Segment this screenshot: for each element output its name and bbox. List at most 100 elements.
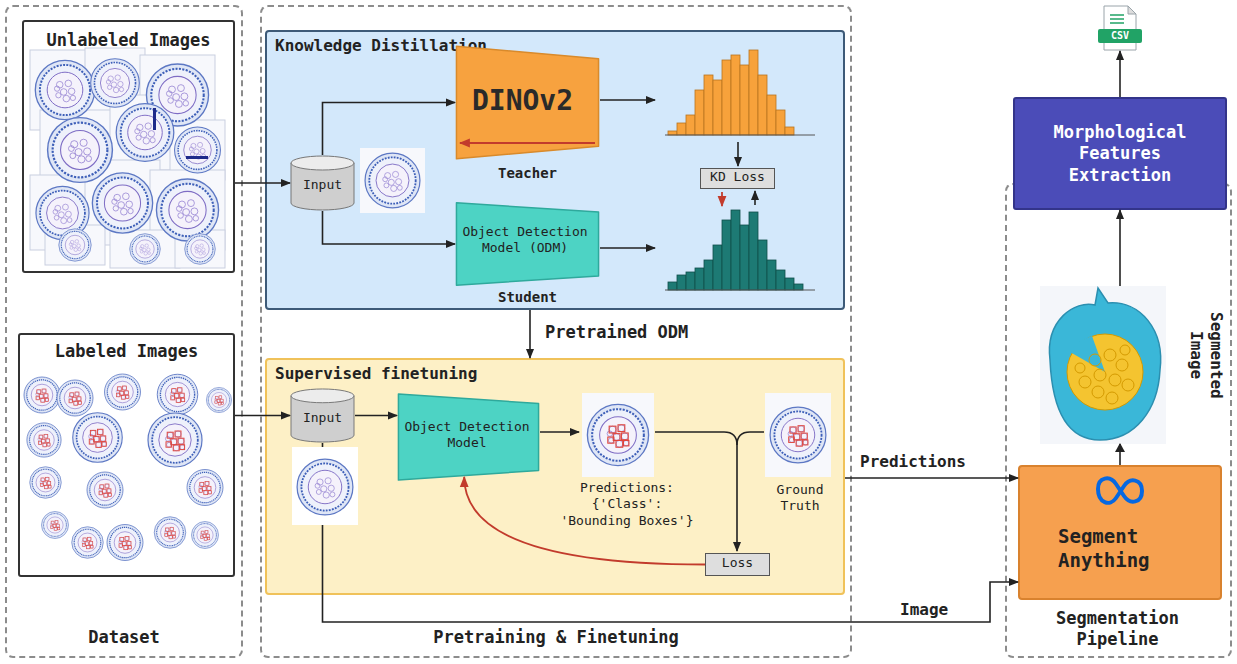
labeled-collage [148, 413, 202, 467]
segmenter-box: Segment Anything [1018, 465, 1222, 600]
stage-panel: Supervised finetuningInputObject Detecti… [265, 358, 845, 595]
unlabeled-collage [30, 175, 95, 250]
edge-label: Image [900, 600, 980, 620]
node-label: Unlabeled Images [22, 30, 235, 51]
student-histogram [665, 210, 815, 290]
flow-arrow [600, 99, 655, 101]
segmented-image [1092, 386, 1104, 398]
unlabeled-collage [30, 50, 100, 130]
detection-model: Object Detection Model [397, 393, 540, 481]
csv-icon [1110, 14, 1124, 16]
unlabeled-collage [92, 173, 152, 233]
node-label: Loss [705, 555, 770, 571]
teacher-histogram [776, 110, 785, 135]
labeled-collage [42, 512, 69, 539]
csv-icon [1110, 18, 1124, 20]
node-label: CSV [1098, 30, 1142, 42]
labeled-collage [27, 423, 61, 457]
flow-connector [355, 415, 397, 417]
student-model: Object Detection Model (ODM)Student [455, 202, 600, 286]
csv-icon [1104, 6, 1136, 50]
teacher-model: DINOv2Teacher [455, 45, 600, 160]
segmented-image [1079, 376, 1091, 388]
unlabeled-collage [116, 104, 174, 162]
unlabeled-collage [186, 156, 208, 159]
csv-icon [1098, 5, 1142, 51]
csv-icon: CSV [1098, 5, 1142, 51]
unlabeled-collage [153, 108, 156, 130]
meta-logo [1098, 478, 1142, 502]
labeled-collage [87, 472, 123, 508]
segmented-image [1116, 359, 1128, 371]
segmented-image [1070, 336, 1105, 372]
teacher-histogram [713, 80, 722, 135]
edge-label: Pretrained ODM [545, 322, 745, 343]
unlabeled-collage [30, 48, 225, 268]
unlabeled-collage [36, 186, 89, 239]
sample-image [770, 407, 826, 463]
image-panel: Unlabeled Images [22, 20, 235, 273]
unlabeled-collage [59, 229, 91, 261]
teacher-histogram [668, 131, 677, 135]
student-histogram [665, 290, 815, 291]
segmented-image [1049, 288, 1160, 440]
unlabeled-collage [35, 60, 94, 119]
unlabeled-collage [140, 55, 215, 135]
teacher-histogram [704, 75, 713, 135]
unlabeled-collage [185, 234, 216, 265]
stage-panel: Knowledge DistillationInputDINOv2Teacher… [265, 30, 845, 310]
teacher-histogram [665, 135, 815, 136]
student-histogram [785, 278, 794, 290]
labeled-collage [154, 517, 186, 549]
process-box: Morphological Features Extraction [1013, 97, 1227, 210]
unlabeled-collage [150, 170, 225, 250]
flow-connector [235, 415, 290, 417]
sample-image [365, 153, 420, 208]
node-label: DINOv2 [455, 83, 590, 118]
flow-arrow [540, 431, 579, 433]
node-label: KD Loss [700, 169, 775, 185]
student-histogram [731, 210, 740, 290]
teacher-histogram [695, 90, 704, 135]
database-cylinder [291, 389, 354, 403]
segmented-image [1040, 286, 1166, 444]
gradient-arrow [460, 142, 595, 144]
teacher-histogram [758, 75, 767, 135]
labeled-collage [107, 525, 143, 561]
csv-icon [1128, 6, 1136, 14]
group-frame: Pretraining & FinetuningKnowledge Distil… [260, 5, 852, 658]
csv-icon [1110, 22, 1124, 24]
labeled-collage [24, 374, 232, 561]
flow-arrow [737, 142, 739, 166]
labeled-collage [187, 470, 223, 506]
student-histogram [749, 212, 758, 290]
flow-arrow [540, 100, 764, 551]
segmented-image [1075, 363, 1085, 373]
teacher-histogram [722, 60, 731, 135]
student-histogram [668, 282, 677, 290]
labeled-collage [157, 374, 198, 415]
labeled-collage [30, 467, 62, 499]
node-label: Object Detection Model [401, 419, 533, 452]
node-label: Object Detection Model (ODM) [460, 224, 590, 257]
student-histogram [776, 270, 785, 290]
student-histogram [704, 260, 713, 290]
teacher-histogram [665, 50, 815, 135]
flow-connector [845, 477, 1018, 479]
segmented-image [1040, 286, 1166, 452]
flow-connector [323, 443, 1019, 622]
student-histogram [677, 275, 686, 290]
node-label: Input [290, 410, 355, 426]
detection-model [398, 394, 538, 480]
sample-image [292, 447, 358, 525]
teacher-histogram [740, 65, 749, 135]
unlabeled-collage [175, 230, 225, 268]
segmented-image [1115, 443, 1125, 452]
segmented-image [1104, 349, 1116, 361]
unlabeled-collage [85, 160, 160, 245]
flow-arrow [655, 432, 737, 551]
unlabeled-collage [156, 179, 218, 241]
labeled-collage [24, 377, 60, 413]
student-histogram [713, 245, 722, 290]
